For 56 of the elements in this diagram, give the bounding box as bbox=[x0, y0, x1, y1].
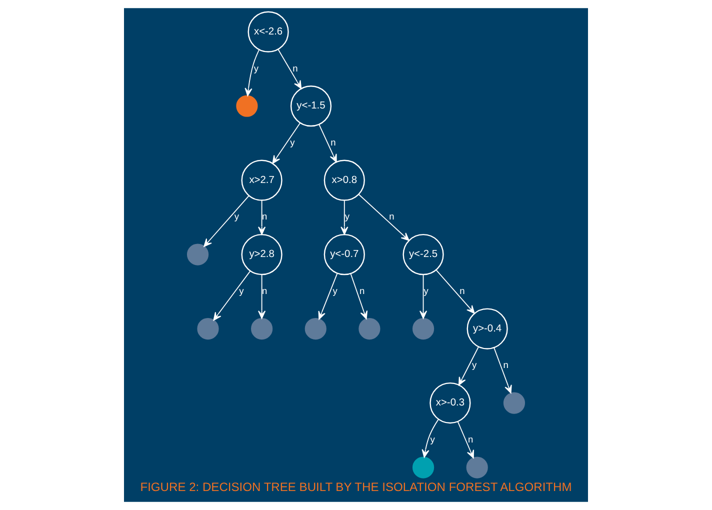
edge-label: n bbox=[468, 434, 474, 444]
arrow bbox=[350, 273, 368, 320]
caption: FIGURE 2: DECISION TREE BUILT BY THE ISOLATION FOREST ALGORITHM bbox=[140, 480, 572, 494]
node-circle bbox=[236, 95, 258, 117]
arrow bbox=[457, 421, 474, 458]
arrow bbox=[358, 194, 410, 241]
arrow bbox=[272, 122, 301, 164]
edge-label: n bbox=[292, 63, 298, 74]
arrow bbox=[258, 274, 266, 319]
edge-label: n bbox=[503, 360, 508, 370]
node-circle: y>-0.4 bbox=[466, 308, 508, 350]
node-circle bbox=[412, 318, 434, 340]
edge-label: n bbox=[359, 286, 365, 296]
arrow bbox=[419, 274, 428, 319]
node-circle bbox=[466, 456, 488, 478]
edge-label: y bbox=[254, 63, 259, 74]
arrow bbox=[422, 418, 439, 458]
edge-label: n bbox=[389, 212, 394, 222]
arrow bbox=[318, 124, 337, 162]
node-circle bbox=[197, 318, 219, 340]
node-circle: x<-2.6 bbox=[248, 11, 289, 52]
arrow bbox=[318, 272, 338, 320]
edge-label: y bbox=[424, 286, 428, 296]
arrow bbox=[436, 270, 475, 314]
node-circle: y<-2.5 bbox=[402, 234, 444, 276]
arrow bbox=[258, 200, 266, 235]
edge-label: y bbox=[290, 137, 295, 148]
edge-label: n bbox=[262, 286, 268, 296]
edge-label: y bbox=[472, 360, 477, 370]
node-circle bbox=[503, 392, 526, 414]
arrow bbox=[213, 270, 251, 321]
node-circle: x>-0.3 bbox=[430, 382, 471, 424]
edge-label: y bbox=[430, 434, 435, 444]
edge-label: n bbox=[330, 137, 336, 148]
arrow bbox=[244, 49, 260, 96]
node-circle: y<-1.5 bbox=[290, 86, 332, 127]
edge-label: y bbox=[234, 212, 240, 222]
node-circle bbox=[251, 318, 273, 340]
arrow bbox=[278, 49, 302, 89]
node-circle bbox=[358, 318, 380, 340]
edge-label: y bbox=[344, 212, 350, 222]
edge-label: y bbox=[239, 286, 244, 296]
edge-label: n bbox=[262, 212, 268, 222]
node-circle bbox=[186, 244, 209, 266]
node-circle: y<-0.7 bbox=[324, 234, 365, 276]
arrow bbox=[340, 200, 348, 235]
arrow bbox=[494, 347, 512, 394]
edge-label: y bbox=[332, 286, 338, 296]
arrow bbox=[458, 346, 479, 386]
node-circle bbox=[304, 318, 326, 340]
node-circle bbox=[412, 456, 434, 478]
arrow bbox=[204, 195, 250, 247]
node-circle: y>2.8 bbox=[241, 234, 282, 276]
edge-label: n bbox=[460, 286, 465, 296]
node-circle: x>0.8 bbox=[324, 160, 365, 201]
node-circle: x>2.7 bbox=[241, 160, 282, 201]
